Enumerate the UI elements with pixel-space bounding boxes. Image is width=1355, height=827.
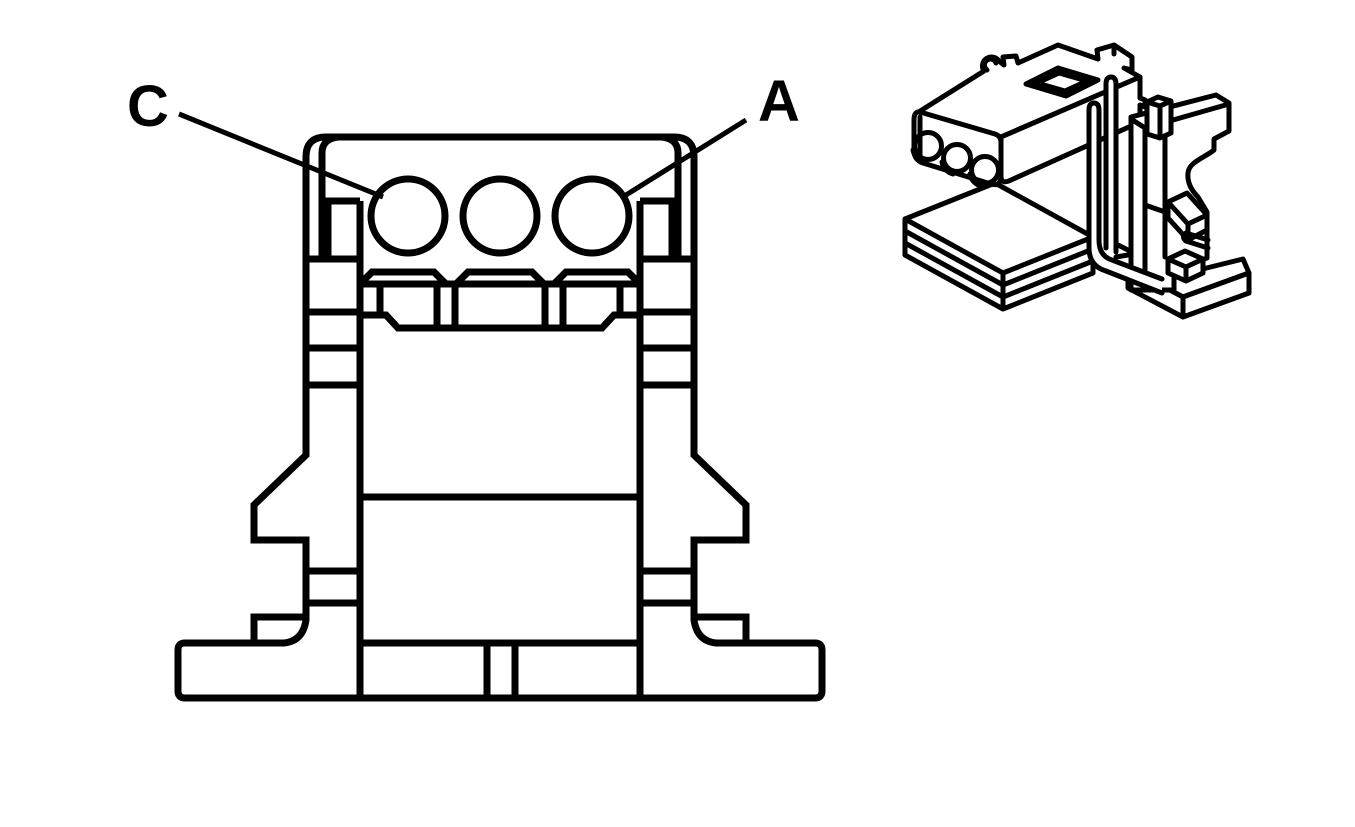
- connector-isometric-view: [902, 42, 1252, 320]
- channel-front-wall-fill: [1089, 103, 1162, 293]
- housing-edge-accents: [917, 43, 1117, 163]
- cavity-hole-2: [941, 142, 973, 174]
- bracket-channel-3d: [1086, 74, 1165, 296]
- channel-back-wall: [1103, 74, 1119, 255]
- callout-label-a: A: [758, 69, 800, 134]
- terminal-cavity-c: [367, 175, 449, 257]
- leader-line-a: [624, 117, 748, 198]
- lock-window: [1023, 65, 1101, 99]
- terminal-cavity-a: [551, 175, 633, 257]
- connector-front-view: C A: [127, 69, 826, 702]
- bracket-foot-block: [1165, 248, 1206, 284]
- channel-front-wall: [1086, 100, 1165, 296]
- cavity-hole-3: [969, 154, 1001, 186]
- bracket-post: [1144, 94, 1174, 141]
- mounting-plate-3d: [902, 180, 1096, 312]
- connector-outline: [174, 133, 826, 702]
- cavity-hole-accents: [910, 147, 984, 189]
- callout-a: A: [624, 69, 800, 198]
- connector-inner-details: [254, 133, 746, 698]
- bracket-slot: [1181, 230, 1211, 251]
- terminal-cavity-middle: [459, 175, 541, 257]
- bracket-arm-3d: [1128, 92, 1232, 293]
- cavity-hole-1: [912, 130, 944, 162]
- leader-line-c: [178, 111, 384, 200]
- callout-c: C: [127, 74, 384, 200]
- callout-label-c: C: [127, 74, 169, 139]
